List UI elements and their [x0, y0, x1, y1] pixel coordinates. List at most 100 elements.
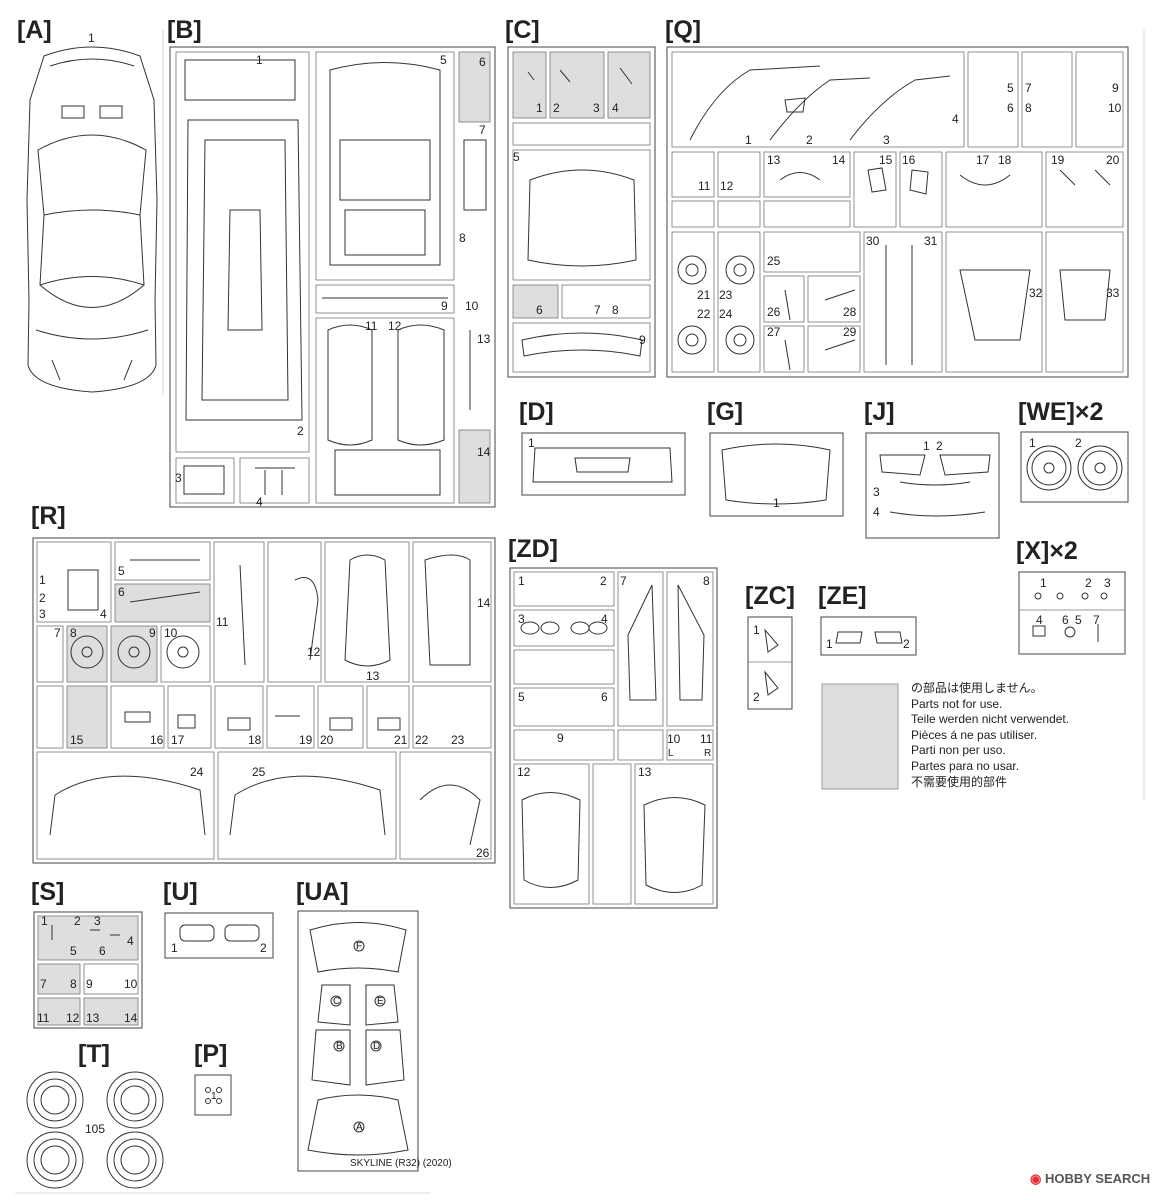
section-R: [R] 1 2: [31, 502, 496, 864]
label-R: [R]: [31, 502, 66, 530]
num: 33: [1106, 286, 1120, 300]
num: 8: [703, 574, 710, 588]
num: 1: [41, 914, 48, 928]
section-G: [G] 1: [707, 398, 844, 517]
label-A: [A]: [17, 16, 52, 44]
label-D: [D]: [519, 398, 554, 426]
section-Q: [Q] 1 2: [665, 16, 1129, 378]
watermark-logo-icon: ◉: [1030, 1171, 1042, 1186]
section-J: [J] 1 2 3 4: [864, 398, 1000, 539]
unused-parts-swatch: [821, 683, 899, 790]
num: 2: [39, 591, 46, 605]
num: 23: [719, 288, 733, 302]
label-Q: [Q]: [665, 16, 701, 44]
num: 16: [902, 153, 916, 167]
num: 5: [440, 53, 447, 67]
label-J: [J]: [864, 398, 895, 426]
label-ZD: [ZD]: [508, 535, 558, 563]
num: 9: [441, 299, 448, 313]
label-C: [C]: [505, 16, 540, 44]
num: 20: [1106, 153, 1120, 167]
legend-line-es: Partes para no usar.: [911, 758, 1020, 773]
num: 1: [518, 574, 525, 588]
num: 3: [873, 485, 880, 499]
num: 5: [1007, 81, 1014, 95]
num: 19: [1051, 153, 1065, 167]
num: 23: [451, 733, 465, 747]
num: 3: [39, 607, 46, 621]
num: 1: [1029, 436, 1036, 450]
num: 11: [365, 319, 378, 333]
label-ZC: [ZC]: [745, 582, 795, 610]
legend-line-ja: の部品は使用しません。: [911, 681, 1043, 695]
num: 10: [124, 977, 138, 991]
label-S: [S]: [31, 878, 64, 906]
num: E: [377, 996, 384, 1007]
num: 2: [74, 914, 81, 928]
num: 15: [879, 153, 893, 167]
num: 8: [1025, 101, 1032, 115]
num: 8: [612, 303, 619, 317]
num: 1: [171, 941, 178, 955]
num: 2: [260, 941, 267, 955]
legend-line-fr: Pièces á ne pas utiliser.: [911, 727, 1038, 742]
section-T: [T] 105: [26, 1040, 164, 1189]
num: 7: [1093, 613, 1100, 627]
num: 5: [1075, 613, 1082, 627]
num: 30: [866, 234, 880, 248]
num: 105: [85, 1122, 105, 1136]
num: 25: [767, 254, 781, 268]
num: 1: [1040, 576, 1047, 590]
num: 11: [698, 179, 711, 193]
num: 12: [720, 179, 734, 193]
num: 17: [171, 733, 185, 747]
num: 11: [37, 1011, 50, 1025]
legend-line-en: Parts not for use.: [911, 696, 1003, 711]
num: 24: [190, 765, 204, 779]
watermark-text: HOBBY SEARCH: [1044, 1171, 1151, 1186]
section-P: [P] 1: [194, 1040, 232, 1116]
num: F: [356, 941, 362, 952]
num: 3: [593, 101, 600, 115]
sprue-frame-B: [169, 46, 496, 508]
num: 5: [513, 150, 520, 164]
tire: [26, 1131, 84, 1189]
label-U: [U]: [163, 878, 198, 906]
section-UA: [UA] F C E B D A SKYLINE (R32) (2020): [296, 878, 452, 1172]
num: 26: [476, 846, 490, 860]
num: 17: [976, 153, 990, 167]
num: 7: [1025, 81, 1032, 95]
num: 13: [86, 1011, 100, 1025]
num: 14: [477, 596, 491, 610]
num: 3: [518, 612, 525, 626]
num: 1: [211, 1091, 217, 1102]
num: 2: [297, 424, 304, 438]
num: 12: [388, 319, 402, 333]
num: 8: [70, 977, 77, 991]
section-D: [D] 1: [519, 398, 686, 496]
num: 4: [127, 934, 134, 948]
num: 15: [70, 733, 84, 747]
num: 4: [256, 495, 263, 509]
num: 1: [773, 496, 780, 510]
num: 6: [479, 55, 486, 69]
num: 7: [479, 123, 486, 137]
num: 6: [536, 303, 543, 317]
num: 6: [1007, 101, 1014, 115]
num: 8: [459, 231, 466, 245]
num: 5: [118, 564, 125, 578]
label-WE: [WE]×2: [1018, 398, 1103, 426]
num: 9: [1112, 81, 1119, 95]
num: A: [356, 1122, 363, 1133]
section-ZC: [ZC] 1 2: [745, 582, 795, 710]
num: 4: [1036, 613, 1043, 627]
num: 6: [99, 944, 106, 958]
section-U: [U] 1 2: [163, 878, 274, 959]
num: 19: [299, 733, 313, 747]
num: 10: [667, 732, 681, 746]
num: 16: [150, 733, 164, 747]
num: 22: [697, 307, 711, 321]
label-ZE: [ZE]: [818, 582, 867, 610]
num: 2: [753, 690, 760, 704]
num: 1: [528, 436, 535, 450]
